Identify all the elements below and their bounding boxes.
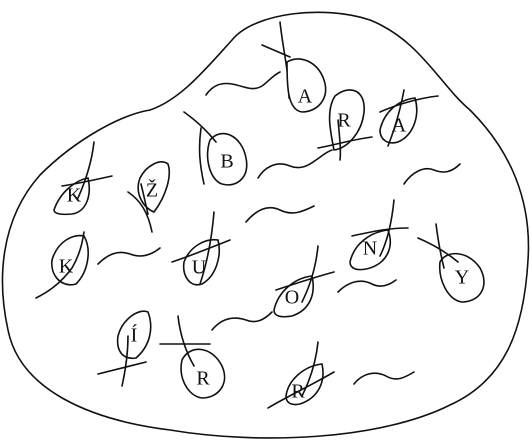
leaf-r-2: R (160, 316, 225, 398)
leaf-letter: R (291, 381, 305, 403)
wavy-line (206, 72, 280, 95)
leaf-letter: K (67, 185, 82, 207)
leaf-a-1: A (262, 22, 326, 112)
leaf-r-1: R (318, 90, 372, 160)
wavy-line (404, 164, 460, 184)
leaf-letter: Í (131, 324, 138, 347)
wavy-line (354, 372, 414, 384)
leaf-k-2: K (36, 232, 88, 298)
leaf-o: O (274, 246, 334, 317)
leaf-k-1: K (54, 142, 112, 214)
leaf-letter: O (285, 287, 299, 309)
wavy-line (212, 312, 272, 330)
leaf-i: Í (98, 311, 151, 386)
leaf-letter: K (59, 256, 74, 278)
leaf-r-3: R (268, 342, 334, 408)
leaf-letter: Ž (146, 179, 158, 202)
leaf-y: Y (418, 224, 484, 302)
leaf-b: B (184, 112, 247, 185)
wavy-line (258, 150, 332, 178)
wavy-line (98, 248, 160, 264)
wavy-line (246, 206, 314, 222)
leaf-letter: R (337, 110, 351, 132)
leaf-letter: B (220, 151, 233, 173)
leaf-n: N (350, 200, 408, 270)
leaf-a-2: A (380, 90, 438, 146)
leaf-letter: U (192, 257, 207, 279)
wavy-line (338, 280, 396, 292)
leaf-u: U (172, 212, 230, 285)
leaf-letter: A (392, 115, 407, 137)
leaf-stem (262, 22, 290, 98)
leaf-letter: Y (455, 267, 469, 289)
leaf-z: Ž (128, 162, 169, 232)
leaf-letter: A (298, 86, 313, 108)
leaf-letter: N (363, 238, 377, 260)
leaf-letter: R (196, 368, 210, 390)
outer-blob-outline (2, 12, 528, 438)
